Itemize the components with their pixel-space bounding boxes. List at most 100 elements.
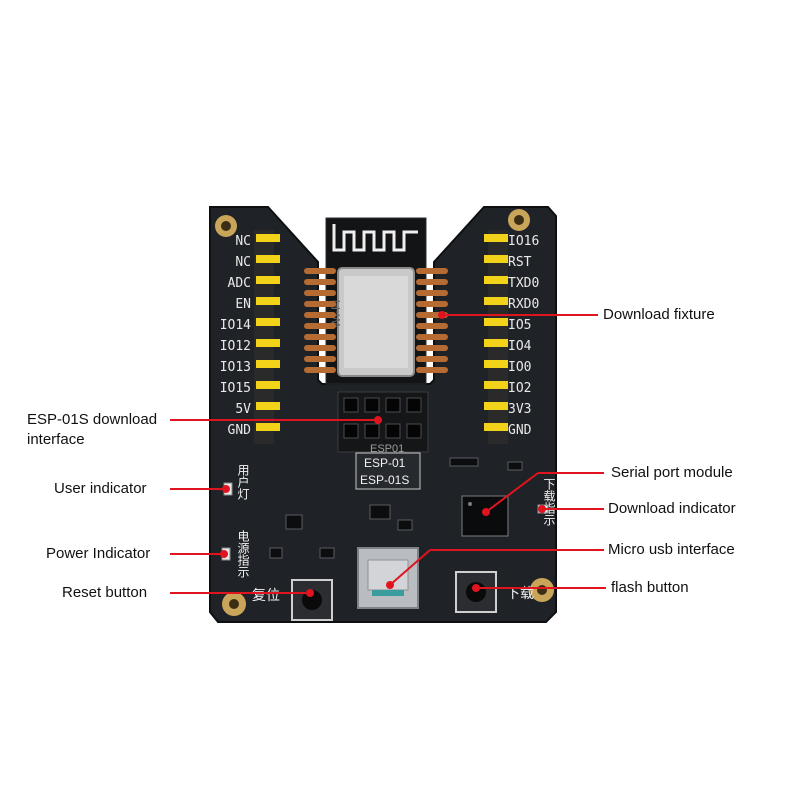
header-pin-right xyxy=(484,360,508,368)
header-pin-right xyxy=(484,381,508,389)
pogo-pin xyxy=(416,345,448,351)
pin-label-left: NC xyxy=(235,234,251,249)
header-pin-left xyxy=(256,360,280,368)
pogo-pin xyxy=(304,345,336,351)
pin-label-right: IO16 xyxy=(508,234,539,249)
silk-download-led: 下载指示 xyxy=(542,478,556,526)
header-pin-left xyxy=(256,234,280,242)
pin-label-right: IO0 xyxy=(508,360,531,375)
pin-label-left: IO13 xyxy=(220,360,251,375)
pin-label-left: IO14 xyxy=(220,318,251,333)
header-pin-left xyxy=(256,318,280,326)
pogo-pin xyxy=(304,301,336,307)
pcb-antenna xyxy=(332,224,418,252)
pogo-pin xyxy=(304,279,336,285)
socket-hole xyxy=(385,397,401,413)
header-pin-right xyxy=(484,318,508,326)
line-serial-port xyxy=(485,472,539,513)
header-pin-left xyxy=(256,297,280,305)
header-pin-left xyxy=(256,339,280,347)
serial-port-chip xyxy=(461,495,509,537)
mounting-hole-bottom-left xyxy=(222,592,246,616)
callout-lines xyxy=(170,311,606,597)
mounting-hole-top-right xyxy=(508,209,530,231)
pin-label-left: IO15 xyxy=(220,381,251,396)
socket-hole xyxy=(385,423,401,439)
pin-label-left: ADC xyxy=(228,276,251,291)
pin-label-right: 3V3 xyxy=(508,402,531,417)
pogo-pin xyxy=(304,268,336,274)
pogo-pin xyxy=(416,279,448,285)
socket-hole xyxy=(406,423,422,439)
partial-silkscreen-label: ESP01 xyxy=(370,443,404,455)
header-pin-left xyxy=(256,423,280,431)
header-pin-right xyxy=(484,297,508,305)
pogo-pin xyxy=(304,290,336,296)
header-pin-right xyxy=(484,276,508,284)
callout-user-indicator: User indicator xyxy=(54,480,147,497)
silk-reset: 复位 xyxy=(252,587,280,603)
callout-reset-button: Reset button xyxy=(62,584,148,601)
silk-esp-01: ESP-01 xyxy=(364,456,406,470)
pogo-pin xyxy=(416,367,448,373)
pin-label-left: EN xyxy=(235,297,251,312)
header-pin-right xyxy=(484,423,508,431)
header-pin-right xyxy=(484,255,508,263)
module-shield-text: Wi-Fi xyxy=(329,300,343,328)
header-pin-left xyxy=(256,402,280,410)
pogo-pins-left xyxy=(304,268,336,373)
header-pin-left xyxy=(256,381,280,389)
header-pins-left xyxy=(254,230,280,444)
socket-hole xyxy=(343,423,359,439)
header-pins-right xyxy=(484,230,508,444)
pogo-pin xyxy=(416,356,448,362)
reset-button-graphic xyxy=(291,579,333,621)
socket-hole xyxy=(343,397,359,413)
pogo-pin xyxy=(304,356,336,362)
header-pin-right xyxy=(484,339,508,347)
pin-label-right: IO2 xyxy=(508,381,531,396)
header-pin-left xyxy=(256,255,280,263)
pin-label-right: RXD0 xyxy=(508,297,539,312)
pogo-pin xyxy=(416,301,448,307)
pin-label-right: TXD0 xyxy=(508,276,539,291)
callout-download-indicator: Download indicator xyxy=(608,500,736,517)
pin-label-right: IO5 xyxy=(508,318,531,333)
esp01s-socket xyxy=(337,391,429,453)
pin-label-left: 5V xyxy=(235,402,251,417)
pin-label-left: GND xyxy=(228,423,252,438)
socket-hole xyxy=(406,397,422,413)
pin-label-left: NC xyxy=(235,255,251,270)
line-micro-usb xyxy=(389,549,431,586)
pin-label-right: GND xyxy=(508,423,532,438)
socket-hole xyxy=(364,397,380,413)
callout-micro-usb: Micro usb interface xyxy=(608,541,735,558)
socket-hole xyxy=(364,423,380,439)
mounting-hole-top-left xyxy=(215,215,237,237)
silk-esp-01s: ESP-01S xyxy=(360,473,409,487)
callout-esp01s-interface: ESP-01S download interface xyxy=(27,411,158,448)
callout-flash-button: flash button xyxy=(611,579,689,596)
pogo-pin xyxy=(304,312,336,318)
pin-label-right: RST xyxy=(508,255,532,270)
pogo-pin xyxy=(304,323,336,329)
header-pin-right xyxy=(484,402,508,410)
pin-label-right: IO4 xyxy=(508,339,532,354)
pin-label-left: IO12 xyxy=(220,339,251,354)
callout-download-fixture: Download fixture xyxy=(603,306,715,323)
pogo-pin xyxy=(416,334,448,340)
silk-user-led: 用户灯 xyxy=(236,464,250,501)
pogo-pin xyxy=(416,323,448,329)
pogo-pin xyxy=(304,334,336,340)
callout-power-indicator: Power Indicator xyxy=(46,545,151,562)
header-pin-left xyxy=(256,276,280,284)
micro-usb-port xyxy=(357,547,419,609)
smd-components xyxy=(269,457,523,559)
header-pin-right xyxy=(484,234,508,242)
pogo-pin xyxy=(416,290,448,296)
pogo-pin xyxy=(416,268,448,274)
